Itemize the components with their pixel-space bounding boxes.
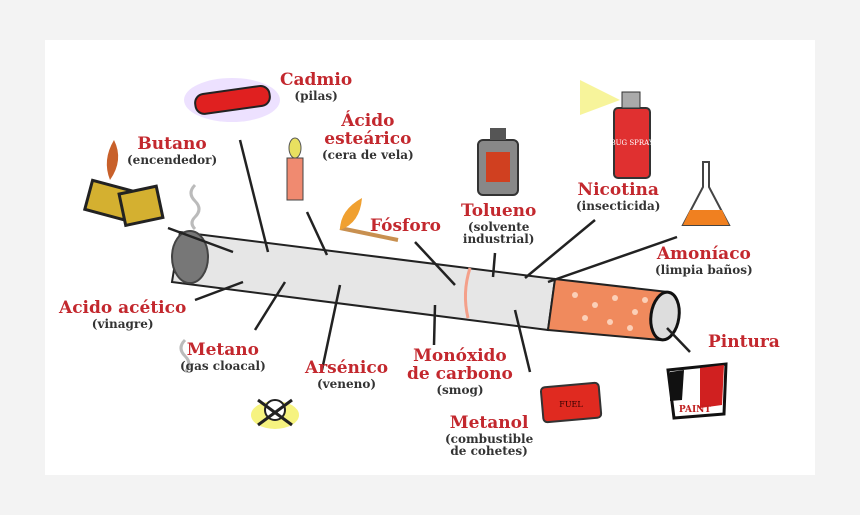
label-acido-estearico: Ácido esteárico(cera de vela) [322, 111, 414, 162]
label-sub: (cera de vela) [322, 147, 414, 162]
label-title: Acido acético [59, 298, 187, 318]
label-acido-acetico: Acido acético(vinagre) [59, 298, 187, 331]
label-sub: de cohetes) [450, 444, 528, 459]
bug-spray-icon: BUG SPRAY [580, 80, 654, 179]
label-sub: (insecticida) [576, 198, 661, 213]
label-sub: (veneno) [316, 376, 377, 391]
label-title: Fósforo [370, 216, 441, 236]
solvent-can-icon [477, 128, 519, 196]
bug-spray-text: BUG SPRAY [610, 139, 653, 147]
band [463, 267, 472, 319]
label-metano: Metano(gas cloacal) [180, 340, 266, 373]
label-title: Metanol [449, 413, 529, 433]
label-title: Butano [137, 134, 207, 154]
label-sub: industrial) [462, 232, 535, 247]
label-pintura: Pintura [708, 332, 780, 352]
label-sub: (limpia baños) [655, 262, 753, 277]
lighter-icon [82, 140, 165, 228]
candle-icon [286, 137, 304, 201]
flask-icon [681, 161, 731, 226]
match-icon [339, 198, 399, 242]
label-amoniaco: Amoníaco(limpia baños) [655, 244, 753, 277]
paint-text: PAINT [679, 405, 712, 415]
filter-end [649, 290, 681, 342]
label-sub: (solvente [467, 219, 530, 234]
label-title: Arsénico [305, 358, 389, 378]
smoke-icon [189, 183, 201, 231]
label-title: Pintura [708, 332, 780, 352]
label-butano: Butano(encendedor) [127, 134, 218, 167]
label-sub: (gas cloacal) [180, 358, 266, 373]
label-cadmio: Cadmio(pilas) [280, 70, 353, 103]
label-sub: (smog) [436, 382, 484, 397]
cigarette-paper [170, 230, 557, 332]
label-title: Nicotina [577, 180, 659, 200]
skull-icon [251, 398, 299, 429]
label-title: Monóxido de carbono [407, 346, 513, 384]
label-title: Amoníaco [656, 244, 751, 264]
paint-can-icon: PAINT [666, 362, 728, 420]
label-arsenico: Arsénico(veneno) [305, 358, 389, 391]
fuel-text: FUEL [559, 400, 583, 409]
label-sub: (encendedor) [127, 152, 218, 167]
label-sub: (pilas) [294, 88, 338, 103]
label-sub: (vinagre) [91, 316, 154, 331]
fuel-can-icon: FUEL [539, 381, 603, 424]
label-monoxido-de-carbono: Monóxido de carbono(smog) [407, 346, 513, 397]
leader-lines [167, 139, 691, 373]
label-sub: (combustible [445, 431, 534, 446]
label-fosforo: Fósforo [370, 216, 441, 236]
label-title: Cadmio [280, 70, 353, 90]
battery-icon [184, 78, 280, 122]
label-title: Metano [186, 340, 259, 360]
filter-dots [572, 292, 648, 331]
label-title: Ácido esteárico [324, 111, 412, 149]
label-nicotina: Nicotina(insecticida) [576, 180, 661, 213]
label-title: Tolueno [461, 201, 537, 221]
cigarette-filter [546, 277, 670, 342]
gas-icon [179, 338, 191, 374]
ash-tip [171, 230, 209, 284]
